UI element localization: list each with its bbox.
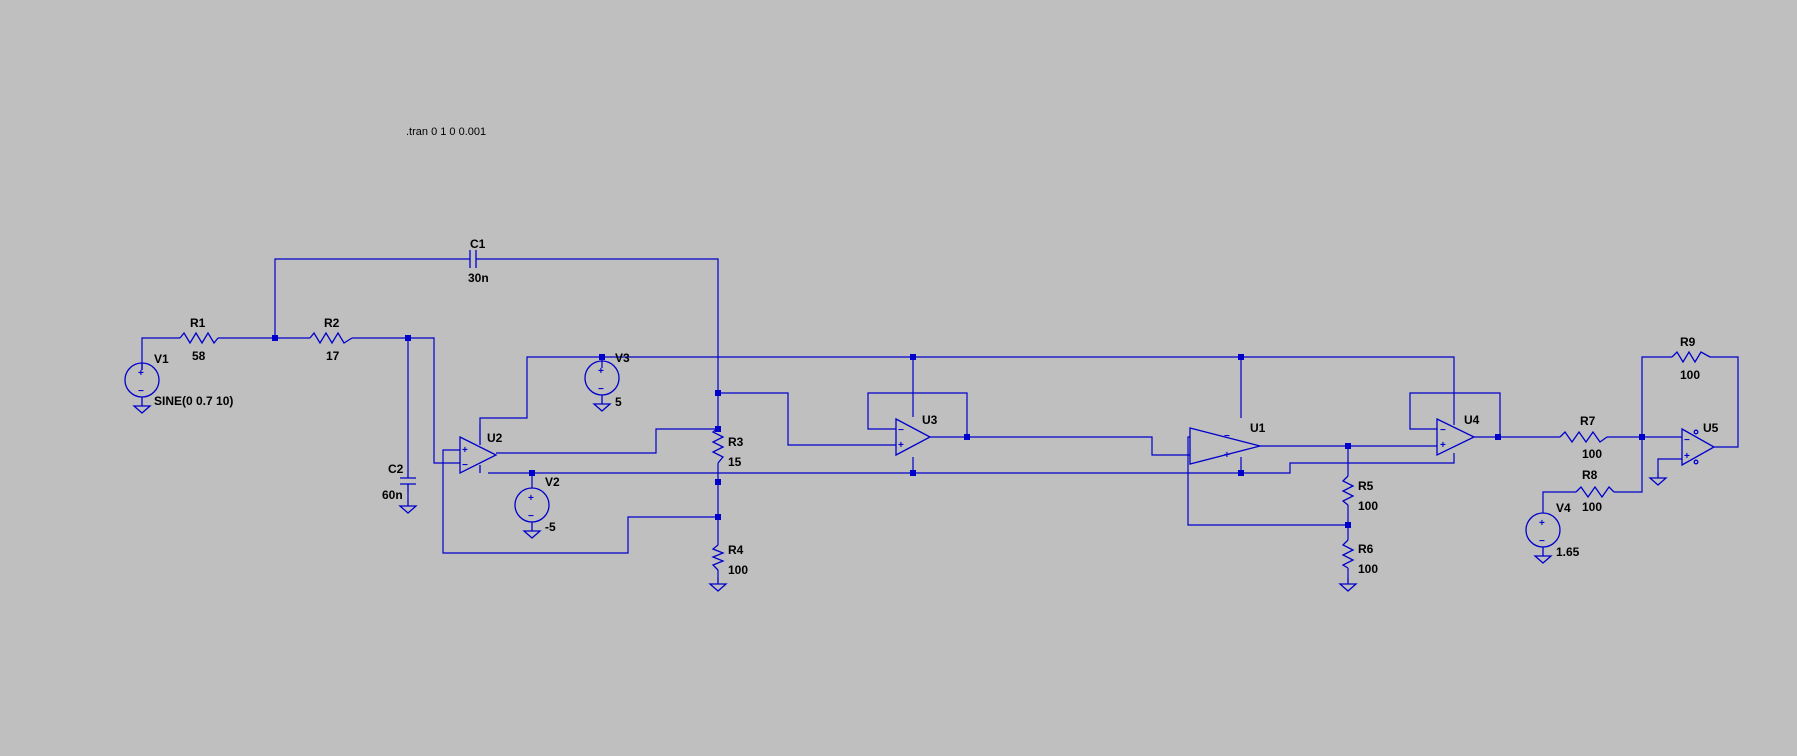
- v2-value: -5: [545, 520, 556, 534]
- ground-icon: [593, 397, 611, 412]
- svg-text:+: +: [138, 368, 144, 379]
- ground-icon: [1534, 549, 1552, 564]
- opamp-U5[interactable]: − + U5: [1681, 421, 1719, 467]
- svg-text:−: −: [1440, 425, 1446, 436]
- r6-label: R6: [1358, 542, 1374, 556]
- ground-icon: [133, 399, 151, 414]
- tran-directive[interactable]: .tran 0 1 0 0.001: [406, 126, 486, 138]
- resistor-R4[interactable]: R4 100: [711, 543, 748, 577]
- r6-value: 100: [1358, 562, 1378, 576]
- opamp-U3[interactable]: − + U3: [895, 413, 938, 457]
- r5-value: 100: [1358, 499, 1378, 513]
- c2-value: 60n: [382, 488, 403, 502]
- svg-text:+: +: [1440, 440, 1446, 451]
- resistor-R8[interactable]: R8 100: [1575, 468, 1615, 514]
- svg-text:−: −: [898, 425, 904, 436]
- r8-value: 100: [1582, 500, 1602, 514]
- u2-label: U2: [487, 431, 503, 445]
- r9-value: 100: [1680, 368, 1700, 382]
- voltage-source-V3[interactable]: + − V3 5: [584, 351, 630, 412]
- v4-label: V4: [1556, 501, 1571, 515]
- r4-value: 100: [728, 563, 748, 577]
- opamp-U1[interactable]: − + U1: [1189, 421, 1266, 465]
- svg-text:−: −: [528, 511, 534, 522]
- u5-label: U5: [1703, 421, 1719, 435]
- v2-label: V2: [545, 475, 560, 489]
- svg-text:+: +: [598, 366, 604, 377]
- voltage-source-V1[interactable]: + − V1 SINE(0 0.7 10): [124, 352, 233, 414]
- r1-value: 58: [192, 349, 206, 363]
- r2-label: R2: [324, 316, 340, 330]
- svg-text:−: −: [462, 460, 468, 471]
- ground-icon: [1339, 577, 1357, 592]
- r2-value: 17: [326, 349, 340, 363]
- svg-text:−: −: [1224, 431, 1230, 442]
- svg-text:−: −: [138, 386, 144, 397]
- junction-dots: [272, 335, 1645, 528]
- svg-text:+: +: [528, 493, 534, 504]
- r3-value: 15: [728, 455, 742, 469]
- v1-value: SINE(0 0.7 10): [154, 394, 233, 408]
- v3-value: 5: [615, 395, 622, 409]
- svg-text:+: +: [1539, 518, 1545, 529]
- r7-value: 100: [1582, 447, 1602, 461]
- r3-label: R3: [728, 435, 744, 449]
- resistor-R1[interactable]: R1 58: [179, 316, 219, 363]
- u3-label: U3: [922, 413, 938, 427]
- voltage-source-V2[interactable]: + − V2 -5: [514, 475, 560, 539]
- r4-label: R4: [728, 543, 744, 557]
- c1-label: C1: [470, 237, 486, 251]
- r1-label: R1: [190, 316, 206, 330]
- v1-label: V1: [154, 352, 169, 366]
- ground-icon: [523, 524, 541, 539]
- wires: [141, 258, 1739, 578]
- svg-text:+: +: [1224, 450, 1230, 461]
- resistor-R3[interactable]: R3 15: [711, 427, 744, 469]
- resistor-R6[interactable]: R6 100: [1341, 539, 1378, 576]
- svg-text:−: −: [1684, 435, 1690, 446]
- ground-icon: [709, 577, 727, 592]
- voltage-source-V4[interactable]: + − V4 1.65: [1525, 501, 1580, 564]
- r8-label: R8: [1582, 468, 1598, 482]
- r7-label: R7: [1580, 414, 1596, 428]
- capacitor-C2[interactable]: C2 60n: [382, 462, 416, 502]
- resistor-R9[interactable]: R9 100: [1671, 335, 1711, 382]
- u1-label: U1: [1250, 421, 1266, 435]
- r5-label: R5: [1358, 479, 1374, 493]
- svg-text:+: +: [898, 440, 904, 451]
- c1-value: 30n: [468, 271, 489, 285]
- u4-label: U4: [1464, 413, 1480, 427]
- opamp-U4[interactable]: − + U4: [1436, 413, 1480, 457]
- capacitor-C1[interactable]: C1 30n: [462, 237, 489, 285]
- svg-text:+: +: [1684, 451, 1690, 462]
- resistor-R5[interactable]: R5 100: [1341, 475, 1378, 513]
- ground-icon: [1649, 471, 1667, 486]
- c2-label: C2: [388, 462, 404, 476]
- svg-text:−: −: [598, 384, 604, 395]
- svg-text:+: +: [462, 445, 468, 456]
- v4-value: 1.65: [1556, 545, 1580, 559]
- r9-label: R9: [1680, 335, 1696, 349]
- resistor-R2[interactable]: R2 17: [309, 316, 353, 363]
- opamp-U2[interactable]: + − U2: [452, 425, 503, 475]
- svg-text:−: −: [1539, 536, 1545, 547]
- v3-label: V3: [615, 351, 630, 365]
- resistor-R7[interactable]: R7 100: [1559, 414, 1608, 461]
